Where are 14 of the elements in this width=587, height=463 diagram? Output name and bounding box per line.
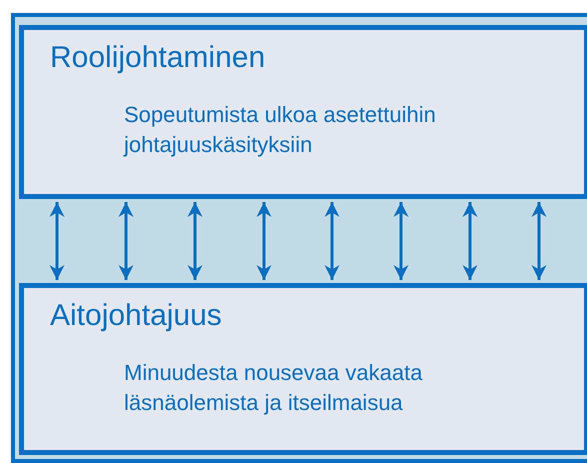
double-arrow — [532, 202, 546, 280]
double-arrow — [394, 202, 408, 280]
box-heading: Roolijohtaminen — [50, 40, 266, 76]
box-description: Sopeutumista ulkoa asetettuihin johtajuuskäsityksiin — [124, 101, 437, 159]
double-arrow — [118, 202, 134, 280]
text-box — [19, 25, 587, 199]
double-arrow — [188, 202, 202, 280]
double-arrow — [256, 202, 272, 280]
box-heading: Aitojohtajuus — [50, 298, 222, 334]
box-description: Minuudesta nousevaa vakaata läsnäolemista ja itseilmaisua — [124, 359, 424, 417]
double-arrow — [50, 202, 64, 280]
double-arrow — [462, 202, 478, 280]
double-arrow — [324, 202, 340, 280]
text-box — [19, 283, 587, 455]
